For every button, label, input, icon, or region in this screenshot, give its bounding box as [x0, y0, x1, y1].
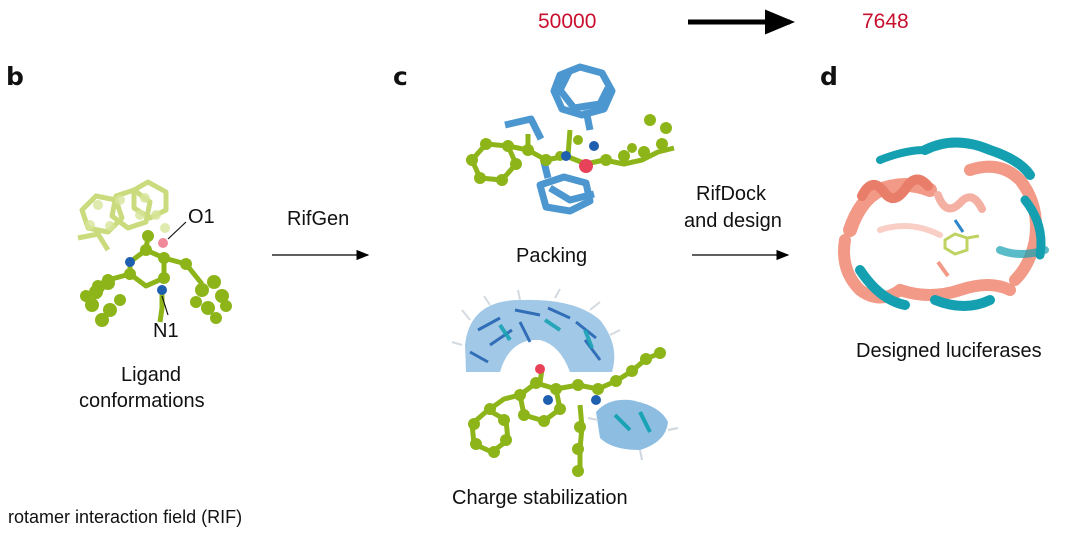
charge-stabilization-label: Charge stabilization: [452, 487, 628, 509]
luciferase-protein-model: [838, 137, 1049, 311]
count-left: 50000: [538, 10, 597, 33]
atom-label-n1: N1: [153, 320, 179, 342]
step-label-rifdock-line1: RifDock: [696, 183, 767, 205]
step-label-rifgen: RifGen: [287, 208, 350, 230]
panel-label-c: c: [393, 62, 408, 91]
ligand-conformations-model: [77, 179, 232, 327]
panel-label-b: b: [6, 62, 24, 91]
designed-luciferases-label: Designed luciferases: [856, 340, 1042, 362]
count-right: 7648: [862, 10, 909, 33]
packing-label: Packing: [516, 245, 588, 267]
ligand-label-line1: Ligand: [121, 364, 182, 386]
ligand-label-line2: conformations: [79, 390, 205, 412]
packing-model: [466, 63, 675, 215]
rif-caption: rotamer interaction field (RIF): [8, 507, 243, 527]
step-label-rifdock-line2: and design: [684, 210, 782, 232]
atom-label-o1: O1: [188, 206, 215, 228]
panel-label-d: d: [820, 62, 838, 91]
charge-stabilization-model: [451, 288, 679, 477]
